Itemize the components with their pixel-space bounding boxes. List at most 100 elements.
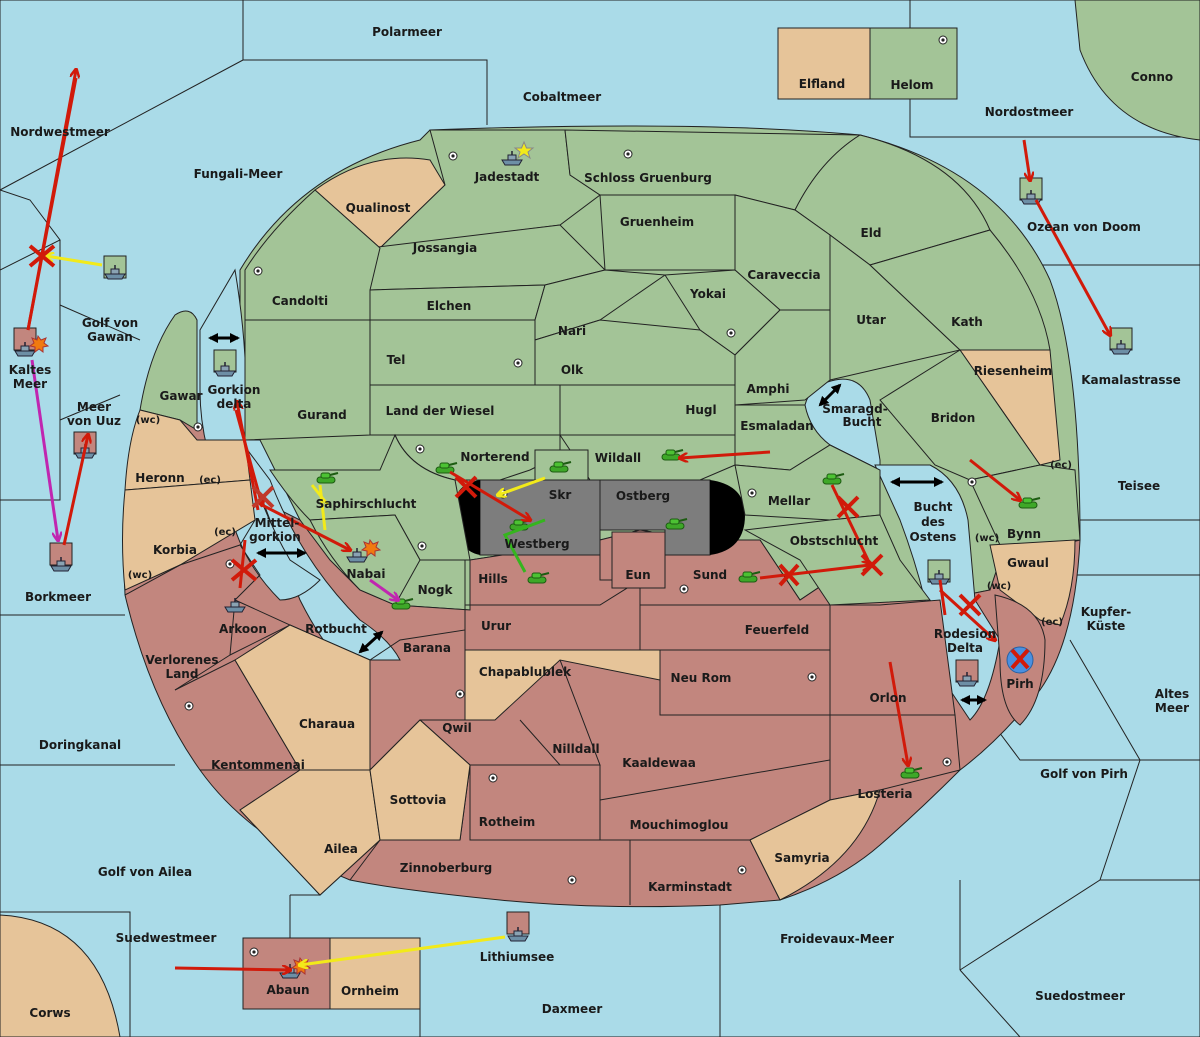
label-bridon: Bridon <box>931 411 976 425</box>
label-gwaul: Gwaul <box>1007 556 1049 570</box>
label-fungali: Fungali-Meer <box>194 167 283 181</box>
label-caraveccia: Caraveccia <box>747 268 820 282</box>
territory-ornheim[interactable] <box>329 937 421 1010</box>
coast-label-ec-bynn: (ec) <box>1050 460 1072 471</box>
label-meer-von-uuz: Meer <box>77 400 111 414</box>
label-schloss-gruenburg: Schloss Gruenburg <box>584 171 712 185</box>
label-golf-von-gawan: Golf von <box>82 316 138 330</box>
label-skr: Skr <box>549 488 572 502</box>
label-bucht-des-ostens-3: Ostens <box>910 530 957 544</box>
label-orlon: Orlon <box>869 691 906 705</box>
label-daxmeer: Daxmeer <box>542 1002 603 1016</box>
label-hugl: Hugl <box>685 403 716 417</box>
label-nogk: Nogk <box>418 583 454 597</box>
label-zinnoberburg: Zinnoberburg <box>400 861 492 875</box>
label-lithiumsee: Lithiumsee <box>480 950 555 964</box>
supply-center-icon <box>417 541 427 551</box>
label-obstschlucht: Obstschlucht <box>790 534 879 548</box>
label-verlorenes-land: Verlorenes <box>146 653 219 667</box>
territory-saphirschlucht[interactable] <box>269 433 471 561</box>
label-pirh: Pirh <box>1006 677 1033 691</box>
label-rotbucht: Rotbucht <box>305 622 367 636</box>
supply-center-icon <box>455 689 465 699</box>
territory-chapablublek[interactable] <box>464 649 661 721</box>
coast-label-ec-korbia: (ec) <box>214 527 236 538</box>
sea-bucht-des-ostens <box>874 464 1001 721</box>
coast-label-wc-bynn: (wc) <box>975 533 999 544</box>
label-mellar: Mellar <box>768 494 810 508</box>
territory-eun[interactable] <box>611 531 666 589</box>
x-icon <box>251 485 275 509</box>
x-icon <box>1010 648 1030 670</box>
label-gawar: Gawar <box>159 389 202 403</box>
supply-center-icon <box>938 35 948 45</box>
label-cobaltmeer: Cobaltmeer <box>523 90 601 104</box>
star-icon <box>513 140 535 160</box>
coast-label-wc-korbia: (wc) <box>128 570 152 581</box>
label-gorkion-delta-2: delta <box>217 397 252 411</box>
label-sottovia: Sottovia <box>390 793 447 807</box>
supply-center-icon <box>807 672 817 682</box>
label-wildall: Wildall <box>595 451 641 465</box>
territory-obstschlucht[interactable] <box>743 514 931 606</box>
label-altes-meer-2: Meer <box>1155 701 1189 715</box>
label-gorkion-delta: Gorkion <box>208 383 261 397</box>
label-gruenheim: Gruenheim <box>620 215 694 229</box>
label-sund: Sund <box>693 568 727 582</box>
territory-korbia[interactable] <box>122 479 256 591</box>
label-golf-von-pirh: Golf von Pirh <box>1040 767 1128 781</box>
supply-center-icon <box>253 266 263 276</box>
label-smaragd-bucht-2: Bucht <box>842 415 881 429</box>
label-rotheim: Rotheim <box>479 815 536 829</box>
territory-gurand[interactable] <box>244 319 371 441</box>
coast-label-ec-heronn: (ec) <box>199 475 221 486</box>
territory-sottovia[interactable] <box>369 719 471 841</box>
label-altes-meer: Altes <box>1155 687 1189 701</box>
supply-center-icon <box>567 875 577 885</box>
label-riesenheim: Riesenheim <box>974 364 1053 378</box>
territory-eld[interactable] <box>794 134 991 266</box>
label-polarmeer: Polarmeer <box>372 25 442 39</box>
coast-label-wc-gawar: (wc) <box>136 415 160 426</box>
fleet-markers <box>13 150 1133 979</box>
label-kamalastrasse: Kamalastrasse <box>1081 373 1181 387</box>
explosion-icon <box>28 334 50 353</box>
territory-samyria[interactable] <box>749 789 881 901</box>
territory-gwaul[interactable] <box>989 539 1076 626</box>
territory-orlon[interactable] <box>829 599 956 716</box>
territory-qualinost[interactable] <box>314 157 446 249</box>
label-mittelgorkion-2: gorkion <box>249 530 301 544</box>
territory-charaua[interactable] <box>234 624 371 771</box>
label-qualinost: Qualinost <box>346 201 411 215</box>
label-qwil: Qwil <box>442 721 472 735</box>
label-samyria: Samyria <box>774 851 829 865</box>
territory-gruenheim[interactable] <box>599 194 736 271</box>
label-jossangia: Jossangia <box>412 241 477 255</box>
label-karminstadt: Karminstadt <box>648 880 732 894</box>
supply-center-icon <box>249 947 259 957</box>
label-heronn: Heronn <box>135 471 184 485</box>
label-bucht-des-ostens-2: des <box>921 515 945 529</box>
x-icon <box>454 475 478 499</box>
label-verlorenes-land-2: Land <box>166 667 199 681</box>
label-mouchimoglou: Mouchimoglou <box>630 818 729 832</box>
x-icon <box>28 244 56 268</box>
label-urur: Urur <box>481 619 511 633</box>
label-kath: Kath <box>951 315 983 329</box>
territory-elfland[interactable] <box>777 27 871 100</box>
label-kaltes-meer-2: Meer <box>13 377 47 391</box>
order-arrows <box>26 70 1110 970</box>
label-korbia: Korbia <box>153 543 197 557</box>
supply-center-icon <box>942 757 952 767</box>
territory-heronn[interactable] <box>124 409 251 491</box>
label-chapablublek: Chapablublek <box>479 665 572 679</box>
territory-corws[interactable] <box>0 914 121 1037</box>
label-bynn: Bynn <box>1007 527 1041 541</box>
label-mittelgorkion: Mittel- <box>255 516 300 530</box>
label-kupfer-kueste-2: Küste <box>1087 619 1126 633</box>
explosion-icon <box>360 538 382 557</box>
supply-center-icon <box>488 773 498 783</box>
x-icon <box>958 593 982 617</box>
